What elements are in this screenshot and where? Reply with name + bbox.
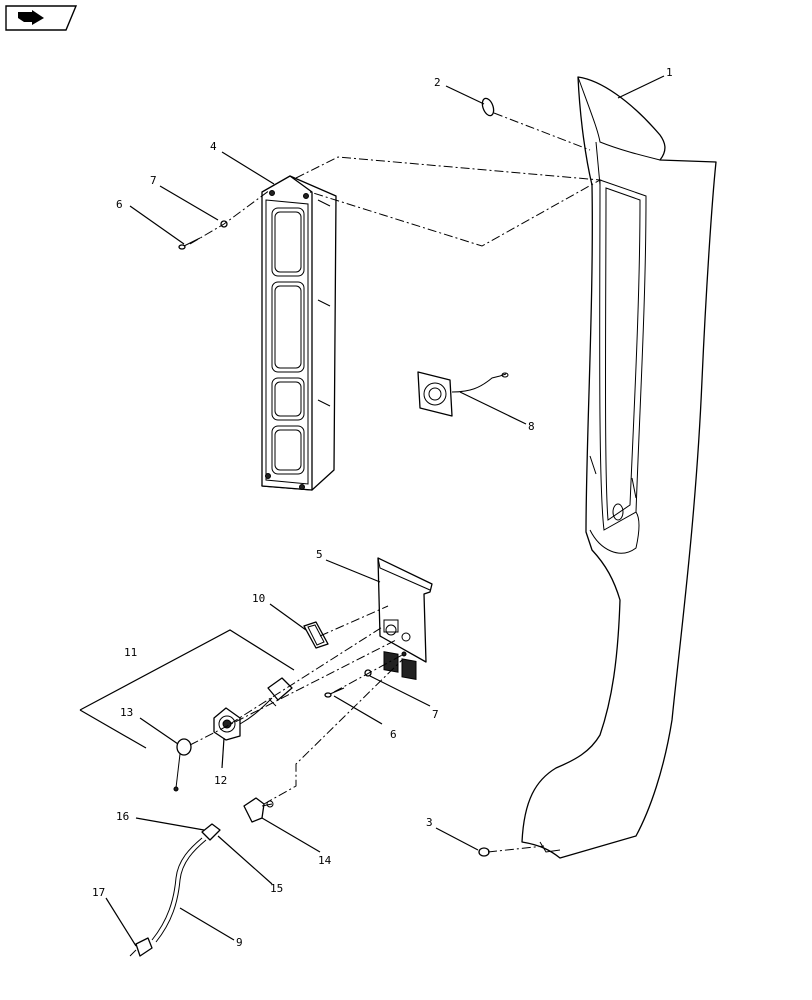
page-nav-button[interactable] — [5, 5, 78, 31]
callout-15: 15 — [270, 882, 283, 895]
callout-5: 5 — [316, 548, 323, 561]
clip-part — [478, 847, 490, 857]
o-ring-part — [481, 97, 495, 117]
callout-7-upper: 7 — [150, 174, 157, 187]
callout-13: 13 — [120, 706, 133, 719]
callout-14: 14 — [318, 854, 332, 867]
callout-2: 2 — [434, 76, 441, 89]
socket-cap-part — [173, 738, 192, 792]
callout-17: 17 — [92, 886, 105, 899]
callout-6-upper: 6 — [116, 198, 123, 211]
speaker-part — [417, 371, 509, 417]
gasket-part — [303, 621, 329, 649]
assembly-lines — [189, 112, 602, 853]
callout-4: 4 — [210, 140, 217, 153]
sensor-cable-part — [129, 823, 221, 957]
callout-1: 1 — [666, 66, 673, 79]
page-nav-arrow-icon — [18, 10, 44, 25]
callout-10: 10 — [252, 592, 265, 605]
callout-3: 3 — [426, 816, 433, 829]
leader-lines — [79, 75, 665, 947]
screw-part-lower — [324, 687, 345, 698]
callout-16: 16 — [116, 810, 129, 823]
callout-labels: 1 2 3 4 5 6 6 7 7 8 9 10 11 12 13 14 15 … — [92, 66, 673, 949]
callout-8: 8 — [528, 420, 535, 433]
callout-9: 9 — [236, 936, 243, 949]
pillar-trim-panel — [521, 76, 717, 859]
callout-7-lower: 7 — [432, 708, 439, 721]
callout-6-lower: 6 — [390, 728, 397, 741]
callout-12: 12 — [214, 774, 227, 787]
rotary-knob-part — [243, 797, 274, 823]
callout-11: 11 — [124, 646, 137, 659]
speaker-grille-panel — [261, 175, 337, 491]
power-socket-part — [213, 677, 293, 741]
switch-panel-part — [377, 557, 433, 680]
